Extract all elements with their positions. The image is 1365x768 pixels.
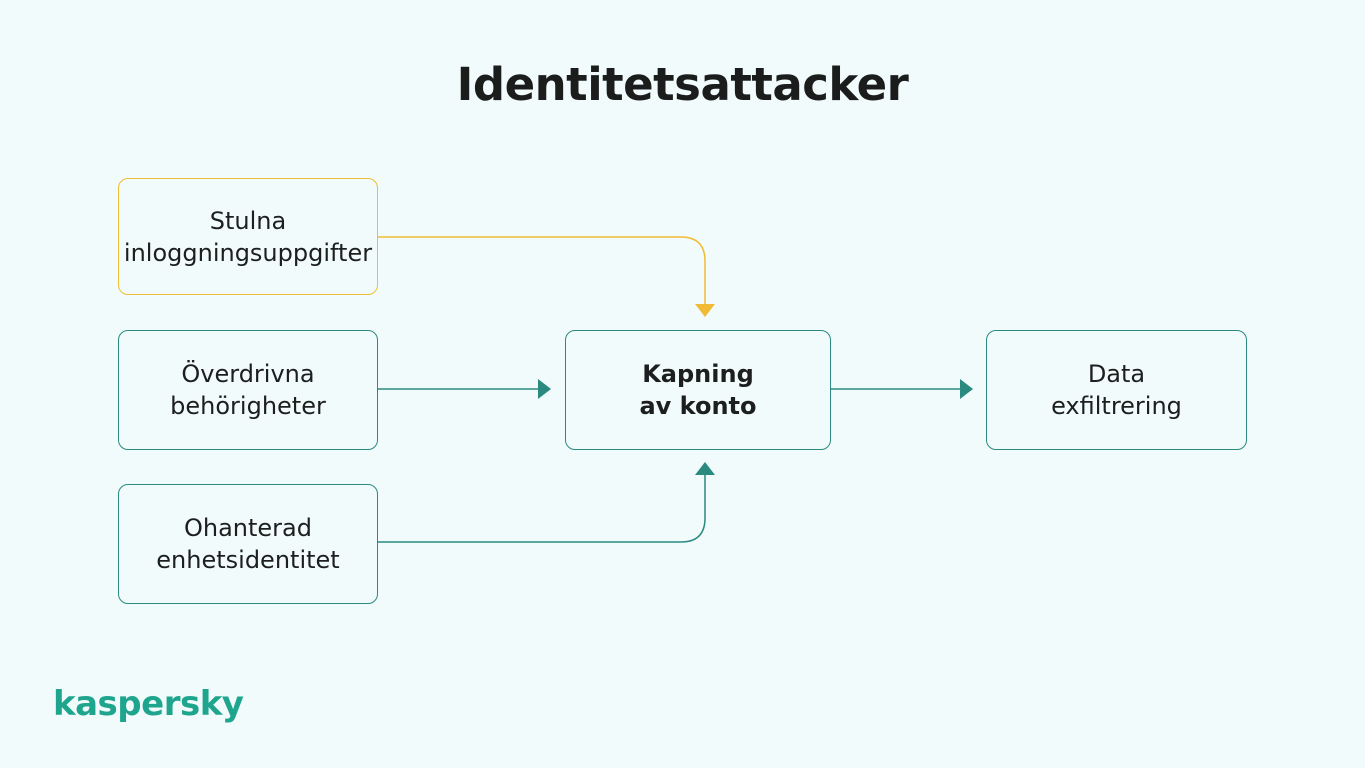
connector-stolen-to-hijack	[378, 236, 706, 305]
node-label: Ohanterad enhetsidentitet	[156, 514, 340, 574]
node-label: Kapning av konto	[639, 360, 757, 420]
connector-unmanaged-to-hijack	[378, 474, 706, 543]
node-label: Stulna inloggningsuppgifter	[123, 206, 373, 267]
kaspersky-logo: kaspersky	[53, 684, 244, 724]
node-excessive-permissions: Överdrivna behörigheter	[118, 330, 378, 450]
node-label: Data exfiltrering	[1051, 360, 1182, 420]
node-label: Överdrivna behörigheter	[170, 360, 326, 420]
arrowhead-unmanaged-to-hijack	[695, 462, 715, 475]
node-account-hijack: Kapning av konto	[565, 330, 831, 450]
arrowhead-stolen-to-hijack	[695, 304, 715, 317]
arrowhead-hijack-to-exfil	[960, 379, 973, 399]
diagram-title: Identitetsattacker	[456, 58, 909, 111]
node-stolen-credentials: Stulna inloggningsuppgifter	[118, 178, 378, 295]
arrowhead-excessive-to-hijack	[538, 379, 551, 399]
node-unmanaged-device-identity: Ohanterad enhetsidentitet	[118, 484, 378, 604]
node-data-exfiltration: Data exfiltrering	[986, 330, 1247, 450]
